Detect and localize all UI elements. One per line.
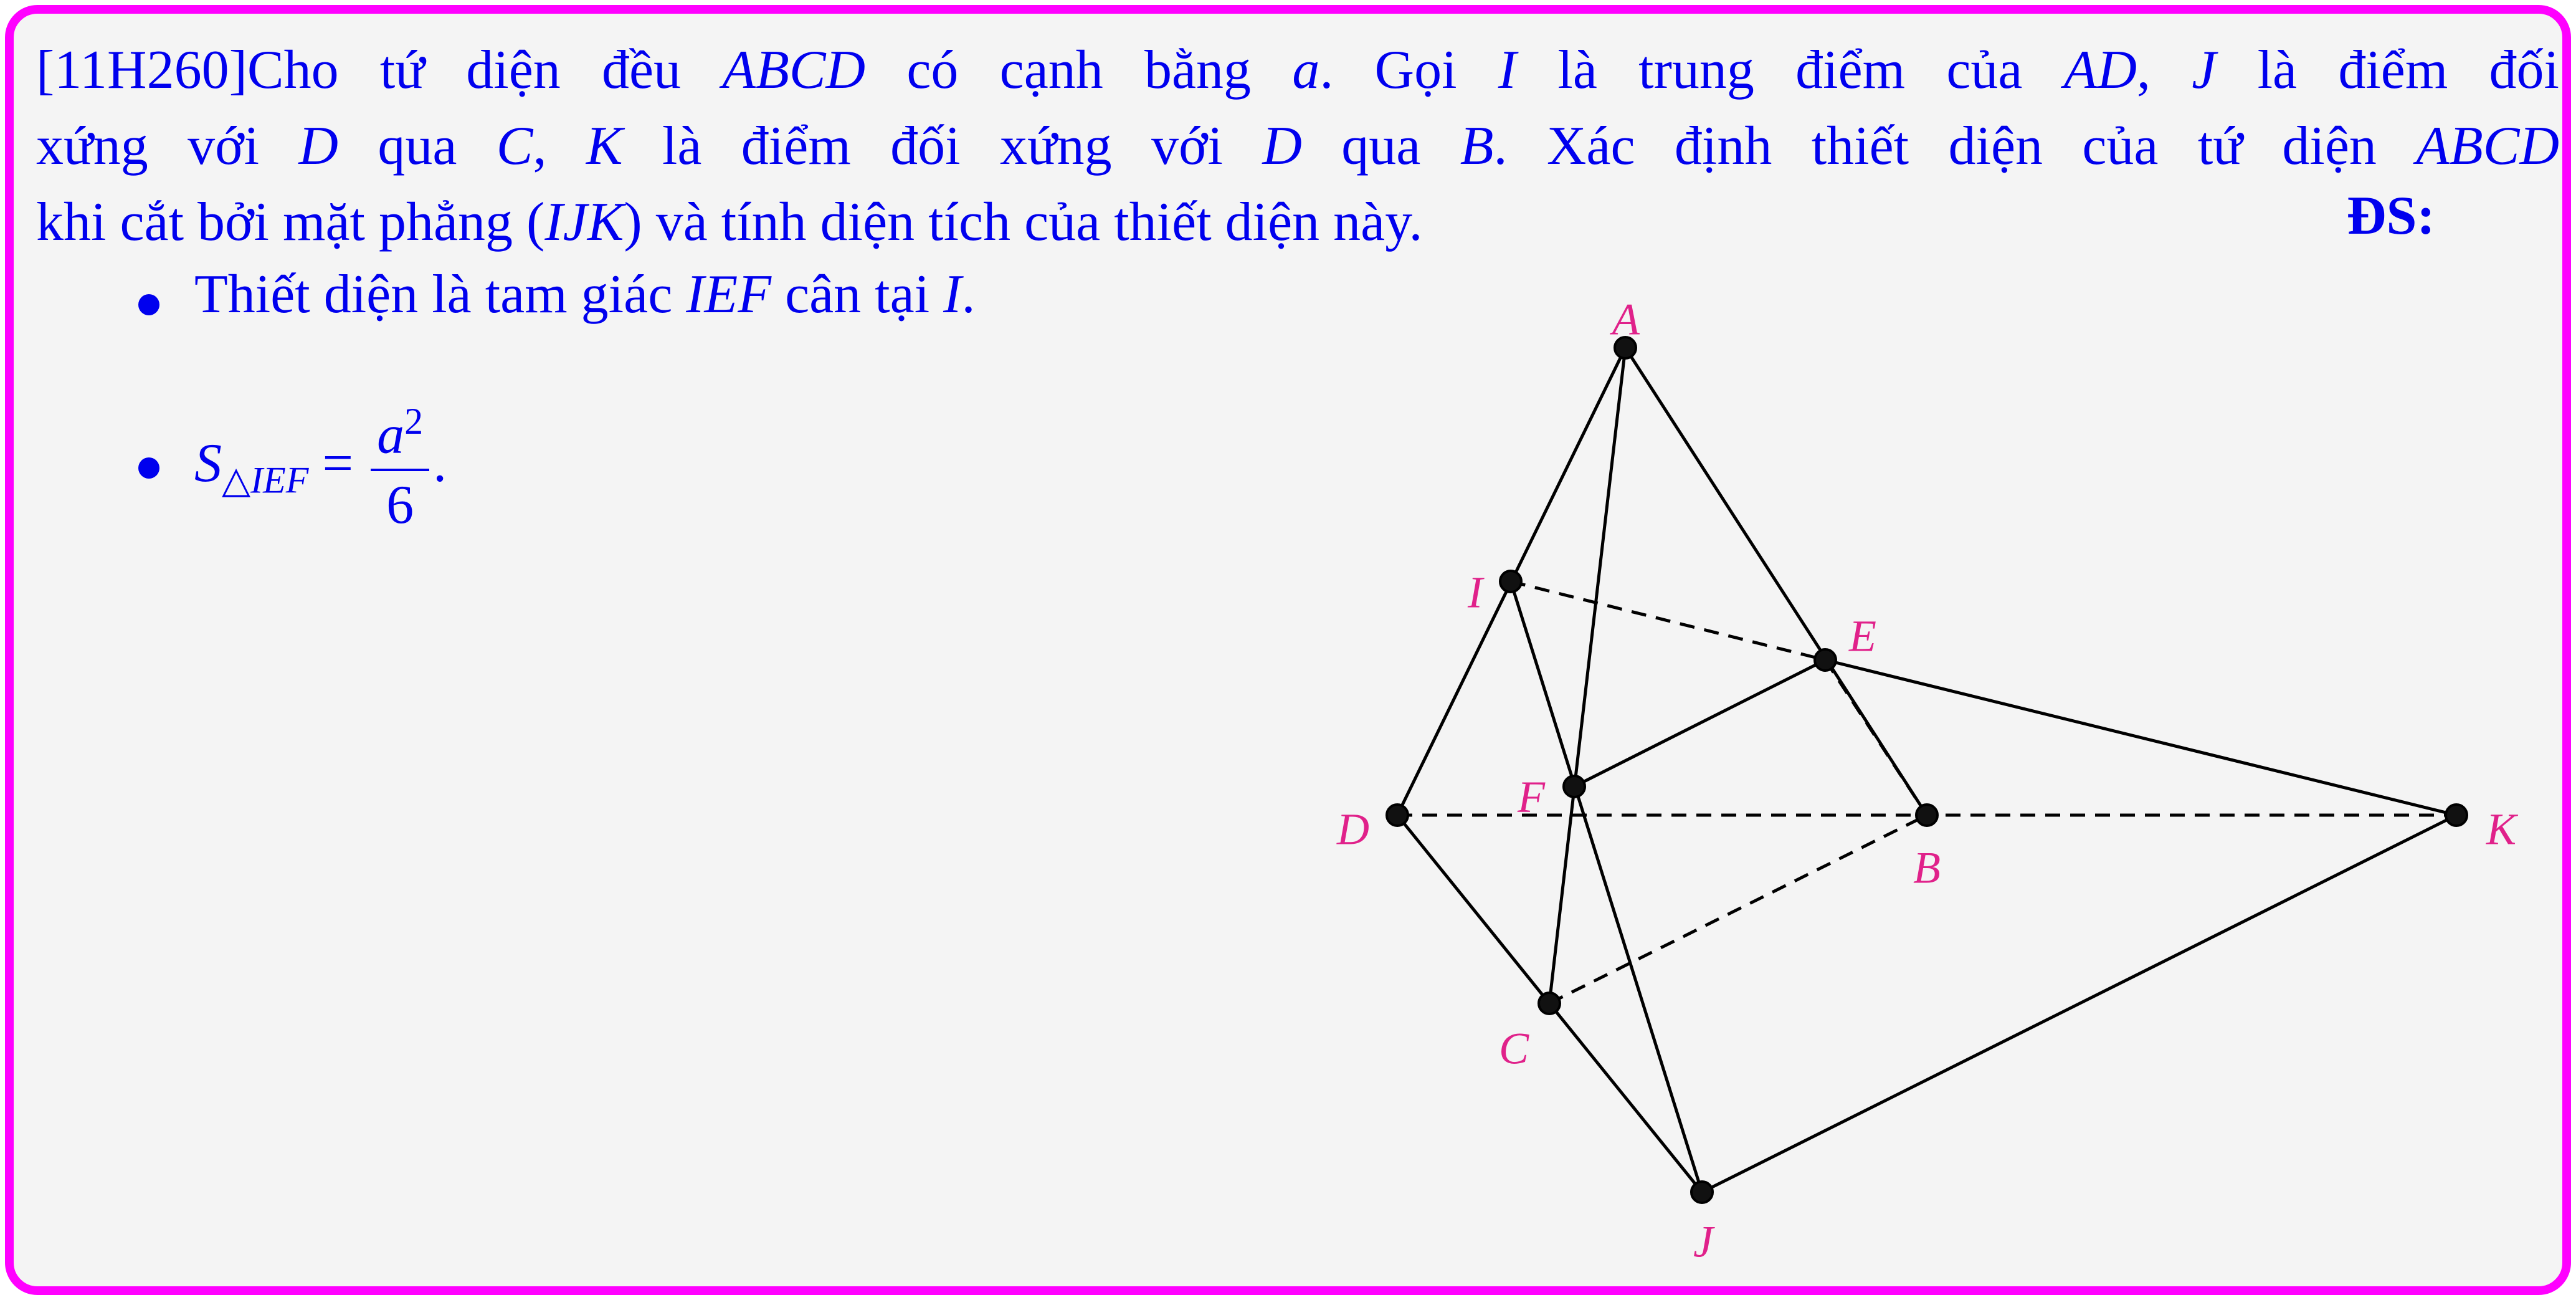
point-label-A: A — [1610, 295, 1640, 345]
edge-AB — [1623, 347, 1929, 816]
problem-line-2: xứng với D qua C, K là điểm đối xứng với… — [36, 108, 2559, 184]
edge-CJ — [1548, 1002, 1703, 1193]
math: C — [496, 116, 533, 176]
math-area-symbol: S — [194, 433, 222, 494]
text: , — [2137, 40, 2192, 100]
text: . Xác định thiết diện của tứ diện — [1493, 116, 2417, 176]
point-label-I: I — [1467, 568, 1485, 618]
fraction: a2 6 — [371, 400, 430, 537]
problem-statement: [11H260]Cho tứ diện đều ABCD có cạnh bằn… — [36, 32, 2559, 260]
math: IJK — [544, 192, 624, 252]
math-subscript: △IEF — [222, 459, 309, 501]
text: cân tại — [771, 264, 944, 325]
answer-label: ĐS: — [2347, 186, 2435, 246]
math: D — [1262, 116, 1302, 176]
fraction-bar — [371, 469, 430, 472]
math-exponent: 2 — [404, 401, 424, 442]
fraction-numerator: a2 — [371, 400, 429, 466]
text: qua — [1301, 116, 1460, 176]
text: Cho tứ diện đều — [247, 40, 723, 100]
text: là trung điểm của — [1516, 40, 2064, 100]
text: xứng với — [36, 116, 299, 176]
figure-labels: A I E F D B K C J — [1336, 295, 2519, 1267]
point-label-K: K — [2486, 805, 2519, 854]
hidden-edge-CB — [1548, 813, 1928, 1005]
point-label-C: C — [1499, 1024, 1529, 1074]
tetrahedron-figure: A I E F D B K C J — [1336, 295, 2519, 1267]
text: ) và tính diện tích của thiết diện này. — [624, 192, 1423, 252]
text: là điểm đối xứng với — [622, 116, 1263, 176]
bullet-icon — [138, 457, 159, 479]
math: I — [943, 264, 962, 325]
math: AD — [2063, 40, 2137, 100]
text: Thiết diện là tam giác — [194, 264, 687, 325]
math: D — [298, 116, 338, 176]
math: K — [586, 116, 623, 176]
answer-item-section: Thiết diện là tam giác IEF cân tại I. — [194, 263, 975, 326]
hidden-edge-IE — [1510, 580, 1826, 662]
point-B — [1915, 803, 1939, 827]
math-equals: = — [308, 433, 368, 494]
point-F — [1562, 775, 1586, 798]
edge-JK — [1701, 813, 2458, 1194]
point-label-E: E — [1848, 611, 1876, 661]
math: IEF — [686, 264, 772, 325]
problem-card: [11H260]Cho tứ diện đều ABCD có cạnh bằn… — [5, 5, 2571, 1295]
fraction-denominator: 6 — [386, 475, 414, 536]
point-C — [1538, 992, 1561, 1015]
math: ABCD — [722, 40, 866, 100]
text: . — [961, 264, 976, 325]
point-label-F: F — [1517, 772, 1546, 822]
problem-line-3: khi cắt bởi mặt phẳng (IJK) và tính diện… — [36, 184, 2559, 260]
point-I — [1499, 570, 1523, 593]
math: a — [377, 404, 405, 466]
text: qua — [338, 116, 497, 176]
point-K — [2445, 803, 2468, 827]
text: có cạnh bằng — [865, 40, 1293, 100]
hidden-edge-EB — [1823, 659, 1929, 816]
text: khi cắt bởi mặt phẳng ( — [36, 192, 545, 252]
figure-points — [1385, 336, 2468, 1204]
point-D — [1385, 803, 1409, 827]
math: ABCD — [2416, 116, 2560, 176]
text: . Gọi — [1319, 40, 1498, 100]
edge-AC — [1547, 347, 1627, 1004]
point-J — [1690, 1180, 1714, 1204]
solid-edges — [1395, 347, 2458, 1194]
math: J — [2192, 40, 2217, 100]
point-label-B: B — [1913, 843, 1941, 893]
math: a — [1292, 40, 1320, 100]
text: , — [533, 116, 586, 176]
problem-line-1: [11H260]Cho tứ diện đều ABCD có cạnh bằn… — [36, 32, 2559, 108]
point-E — [1813, 648, 1837, 672]
answer-item-area: S△IEF = a2 6. — [194, 400, 447, 537]
problem-code: [11H260] — [36, 40, 247, 100]
math: B — [1460, 116, 1494, 176]
point-label-J: J — [1693, 1217, 1715, 1267]
text: . — [433, 433, 447, 494]
bullet-icon — [138, 294, 159, 315]
edge-DC — [1396, 814, 1551, 1005]
point-A — [1614, 336, 1637, 360]
edge-IJ — [1509, 581, 1704, 1193]
point-label-D: D — [1336, 805, 1369, 854]
text: là điểm đối — [2216, 40, 2560, 100]
edge-FE — [1573, 658, 1827, 788]
edge-EK — [1825, 658, 2457, 817]
math: I — [1498, 40, 1517, 100]
